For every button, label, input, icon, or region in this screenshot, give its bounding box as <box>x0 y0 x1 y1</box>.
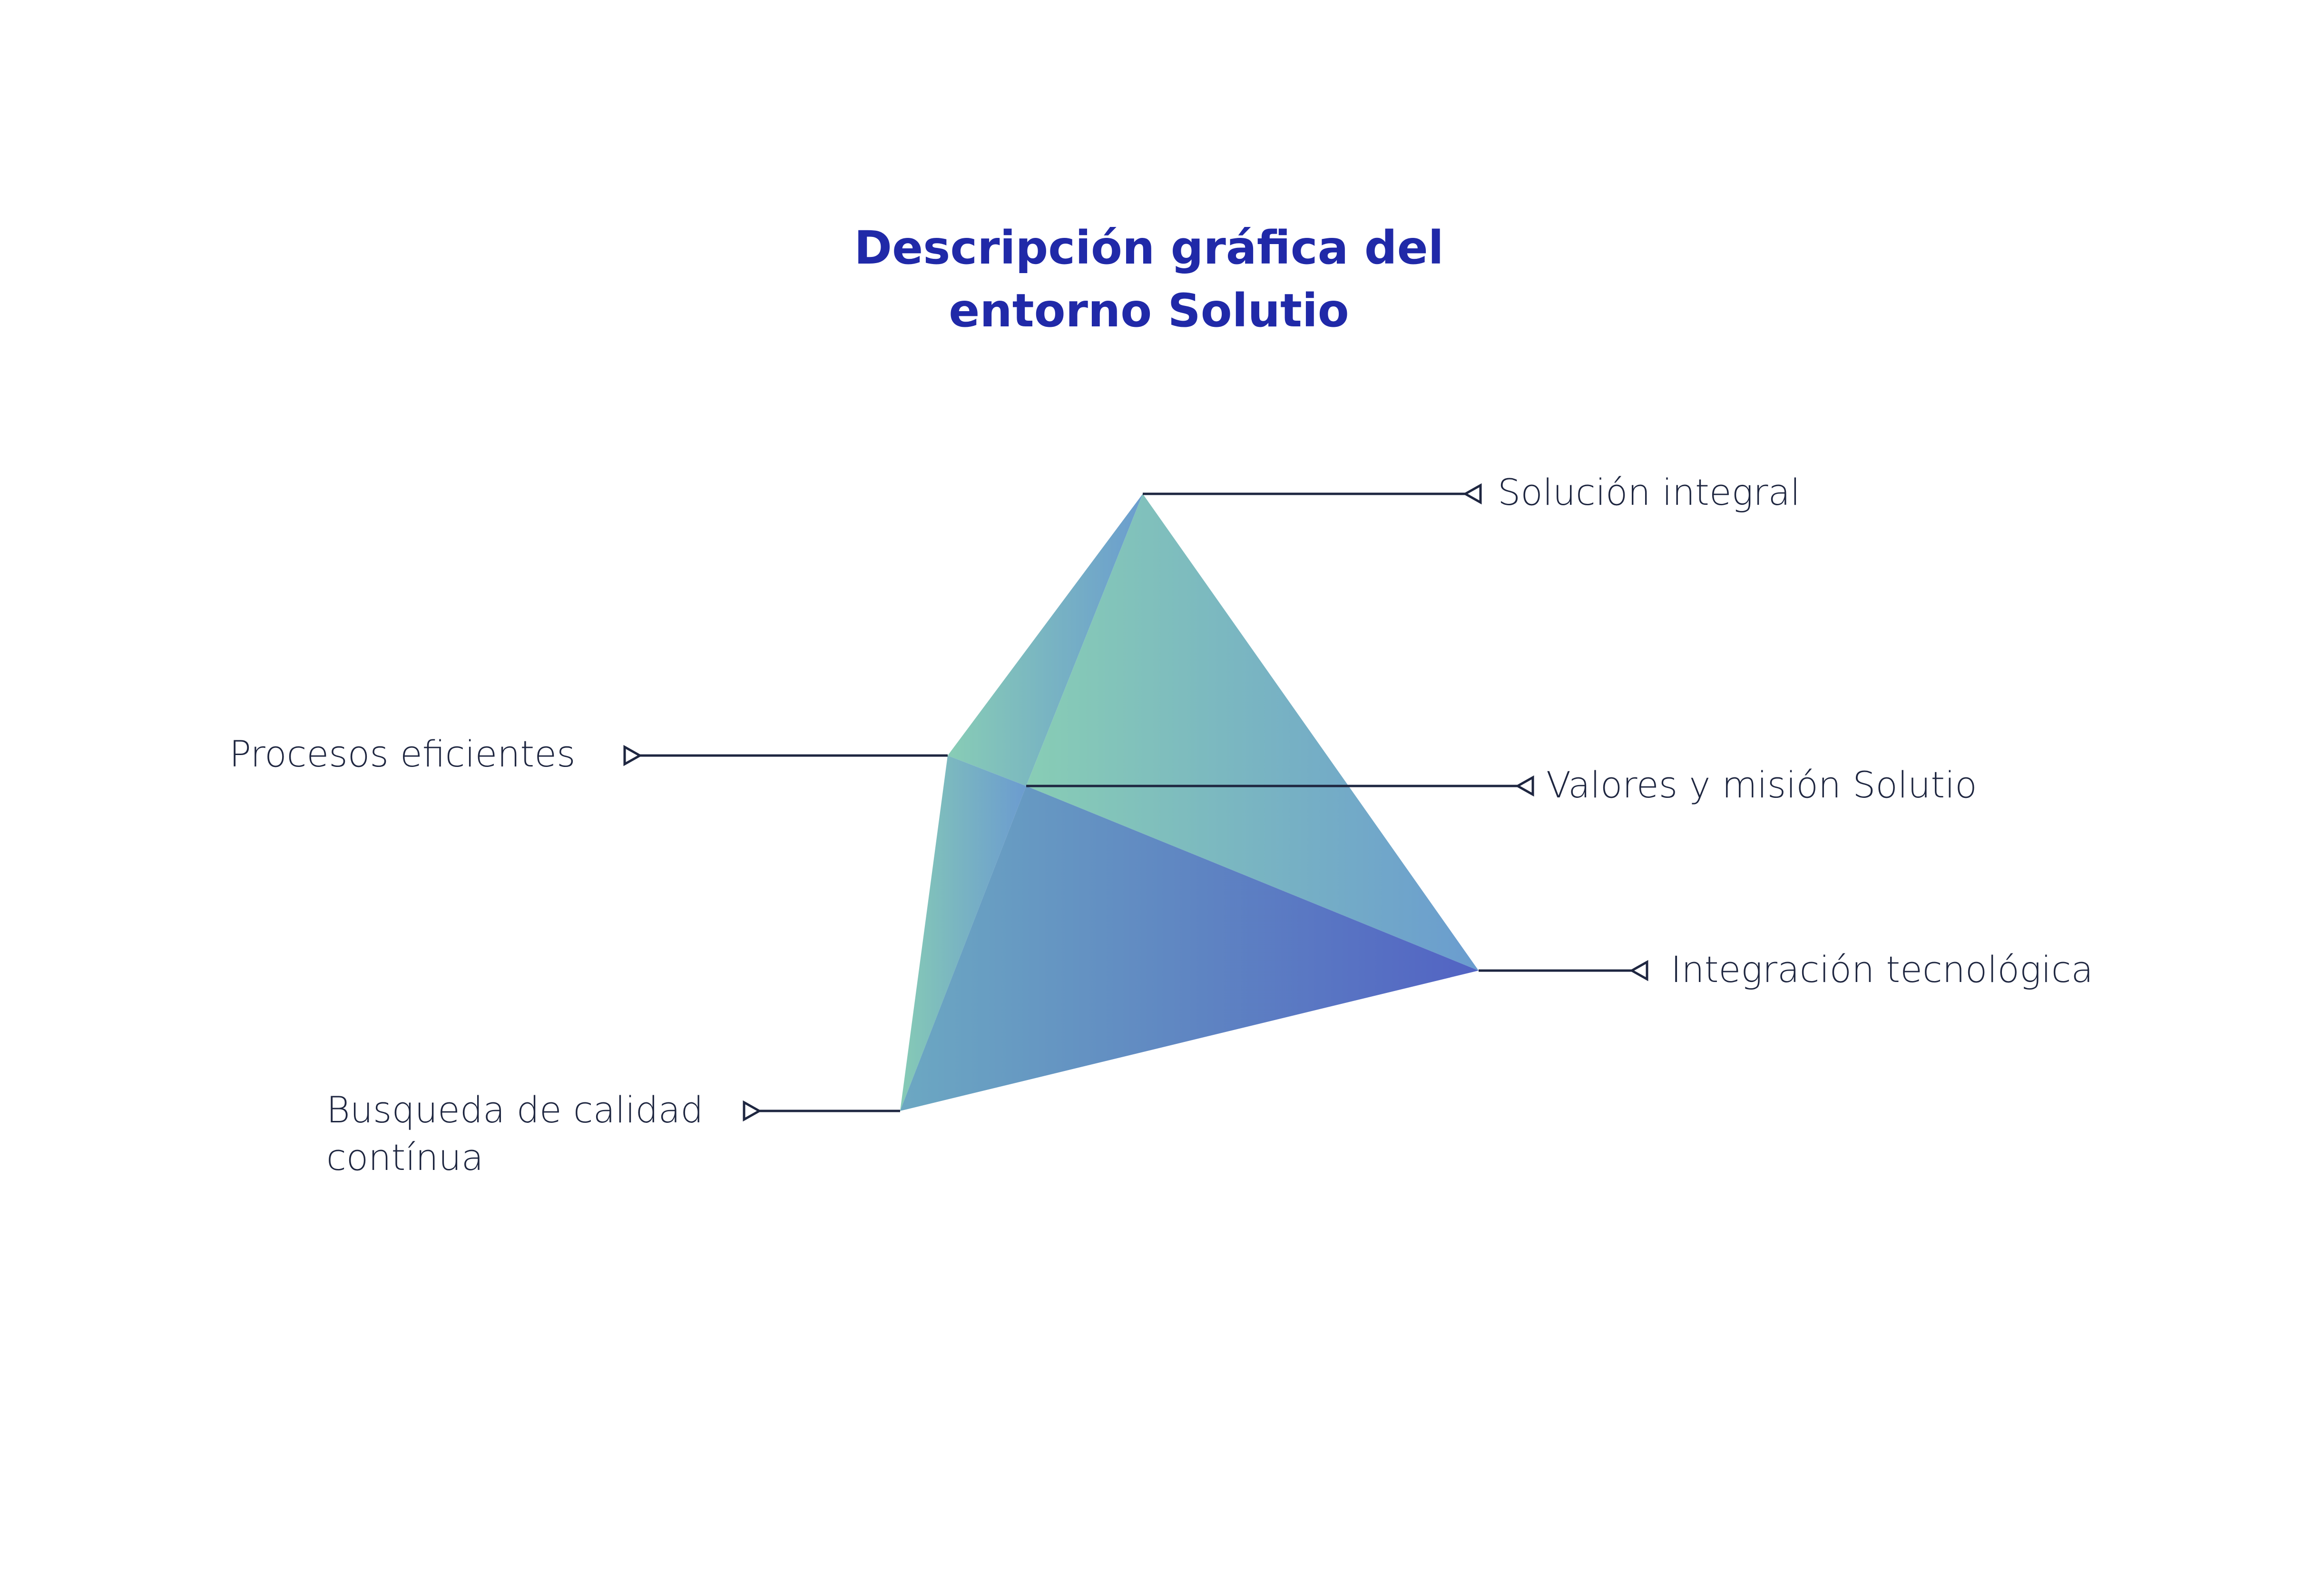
face-back-right <box>1026 494 1479 971</box>
arrow-left-icon <box>1629 960 1648 982</box>
arrow-left-icon <box>1515 775 1534 797</box>
arrow-right-icon <box>743 1100 762 1122</box>
label-busqueda-calidad: Busqueda de calidad contínua <box>326 1086 703 1181</box>
arrow-right-icon <box>623 745 643 766</box>
label-busqueda-line-2: contínua <box>326 1136 484 1178</box>
diagram-title: Descripción gráfica del entorno Solutio <box>0 216 2298 342</box>
arrow-left-icon <box>1462 483 1482 505</box>
label-solucion-integral: Solución integral <box>1498 471 1801 513</box>
face-front-bottom <box>900 786 1479 1111</box>
label-busqueda-line-1: Busqueda de calidad <box>326 1089 704 1131</box>
label-valores-mision: Valores y misión Solutio <box>1546 764 1977 806</box>
label-procesos-eficientes: Procesos eficientes <box>229 733 576 775</box>
title-line-1: Descripción gráfica del <box>854 221 1444 275</box>
title-line-2: entorno Solutio <box>949 284 1349 337</box>
face-left <box>900 756 1026 1111</box>
face-top-left <box>948 494 1143 786</box>
label-integracion-tecnologica: Integración tecnológica <box>1671 948 2093 991</box>
